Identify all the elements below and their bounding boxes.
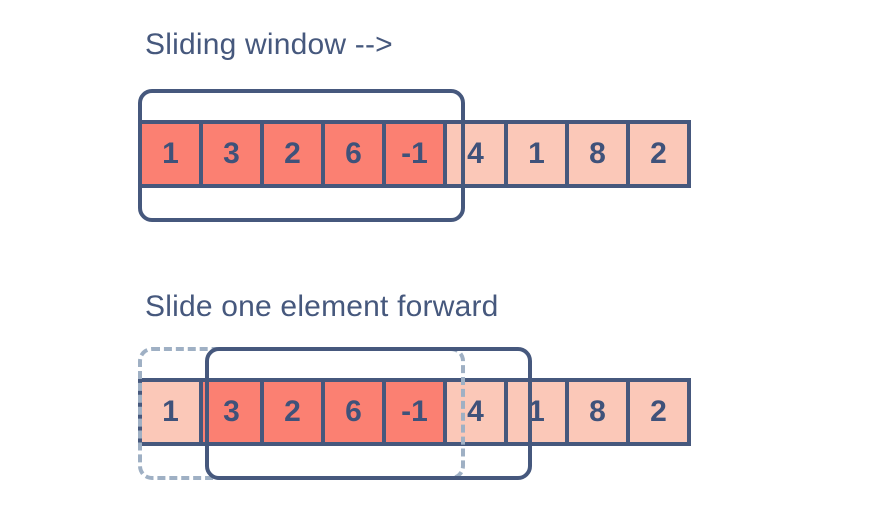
array-cell: 8 xyxy=(565,378,630,446)
array-cell: 3 xyxy=(199,378,264,446)
array-cell: 1 xyxy=(504,120,569,188)
array-cell: -1 xyxy=(382,120,447,188)
slide-forward-title: Slide one element forward xyxy=(145,290,499,323)
sliding-window-title: Sliding window --> xyxy=(145,28,393,61)
array-cell: 2 xyxy=(626,120,691,188)
array-row-1: 1 3 2 6 -1 4 1 8 2 xyxy=(138,120,691,188)
array-cell: 6 xyxy=(321,378,386,446)
array-cell: 1 xyxy=(504,378,569,446)
array-cell: 1 xyxy=(138,120,203,188)
array-cell: 4 xyxy=(443,378,508,446)
array-cell: -1 xyxy=(382,378,447,446)
array-cell: 2 xyxy=(260,378,325,446)
array-cell: 2 xyxy=(260,120,325,188)
array-cell: 1 xyxy=(138,378,203,446)
array-cell: 2 xyxy=(626,378,691,446)
array-cell: 3 xyxy=(199,120,264,188)
array-cell: 6 xyxy=(321,120,386,188)
array-cell: 8 xyxy=(565,120,630,188)
array-row-2: 1 3 2 6 -1 4 1 8 2 xyxy=(138,378,691,446)
array-cell: 4 xyxy=(443,120,508,188)
